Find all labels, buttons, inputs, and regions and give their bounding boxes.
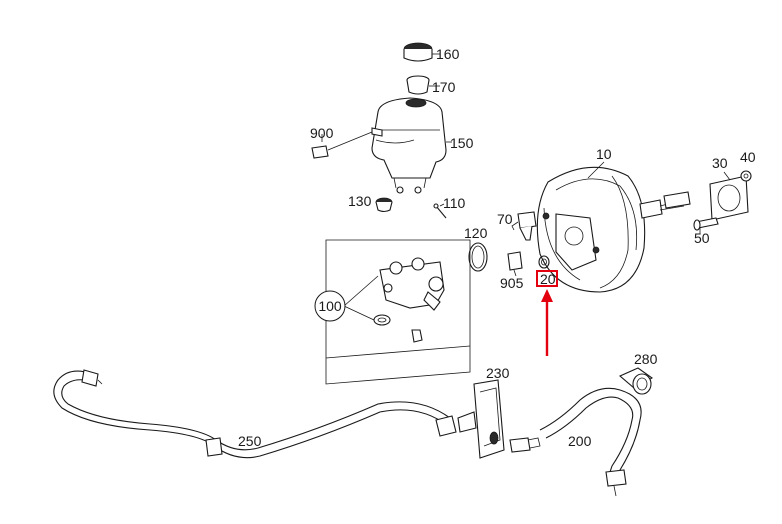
highlight-marker — [536, 270, 558, 356]
gasket-30[interactable] — [709, 171, 749, 221]
filter-insert-170[interactable] — [406, 75, 440, 95]
label-230: 230 — [486, 365, 510, 381]
label-200: 200 — [568, 433, 592, 449]
label-905: 905 — [500, 275, 524, 291]
label-10: 10 — [596, 146, 612, 162]
label-30: 30 — [712, 155, 728, 171]
filter-280[interactable] — [618, 367, 654, 395]
label-250: 250 — [238, 433, 262, 449]
label-70: 70 — [497, 211, 513, 227]
label-130: 130 — [348, 193, 372, 209]
label-900: 900 — [310, 125, 334, 141]
label-100: 100 — [318, 298, 342, 314]
vacuum-line-250[interactable] — [53, 369, 457, 459]
reservoir-cap-160[interactable] — [403, 42, 440, 62]
label-160: 160 — [436, 46, 460, 62]
label-40: 40 — [740, 149, 756, 165]
label-170: 170 — [432, 79, 456, 95]
grommet-905[interactable] — [507, 251, 523, 277]
seal-ring-20[interactable] — [538, 255, 550, 269]
part-labels: 160 170 900 150 10 30 40 130 110 70 120 … — [238, 46, 756, 449]
check-valve-230[interactable] — [457, 379, 541, 459]
label-110: 110 — [443, 195, 466, 211]
seal-ring-120[interactable] — [468, 242, 488, 272]
pin-110[interactable] — [433, 203, 447, 219]
bolt-50[interactable] — [693, 217, 719, 234]
callout-100: 100 — [314, 290, 346, 322]
brake-booster-10[interactable] — [536, 161, 691, 293]
brake-fluid-reservoir-150[interactable] — [371, 97, 452, 194]
washer-40[interactable] — [740, 170, 752, 182]
clip-900[interactable] — [311, 131, 373, 159]
label-150: 150 — [450, 135, 474, 151]
label-280: 280 — [634, 351, 658, 367]
master-cylinder-group-100[interactable] — [325, 239, 471, 385]
label-20: 20 — [540, 271, 556, 287]
arrow-head-icon — [541, 289, 553, 302]
vacuum-sensor-70[interactable] — [511, 211, 537, 241]
label-50: 50 — [694, 230, 710, 246]
hose-200[interactable] — [539, 387, 642, 497]
grommet-130[interactable] — [375, 197, 393, 213]
label-120: 120 — [464, 225, 488, 241]
